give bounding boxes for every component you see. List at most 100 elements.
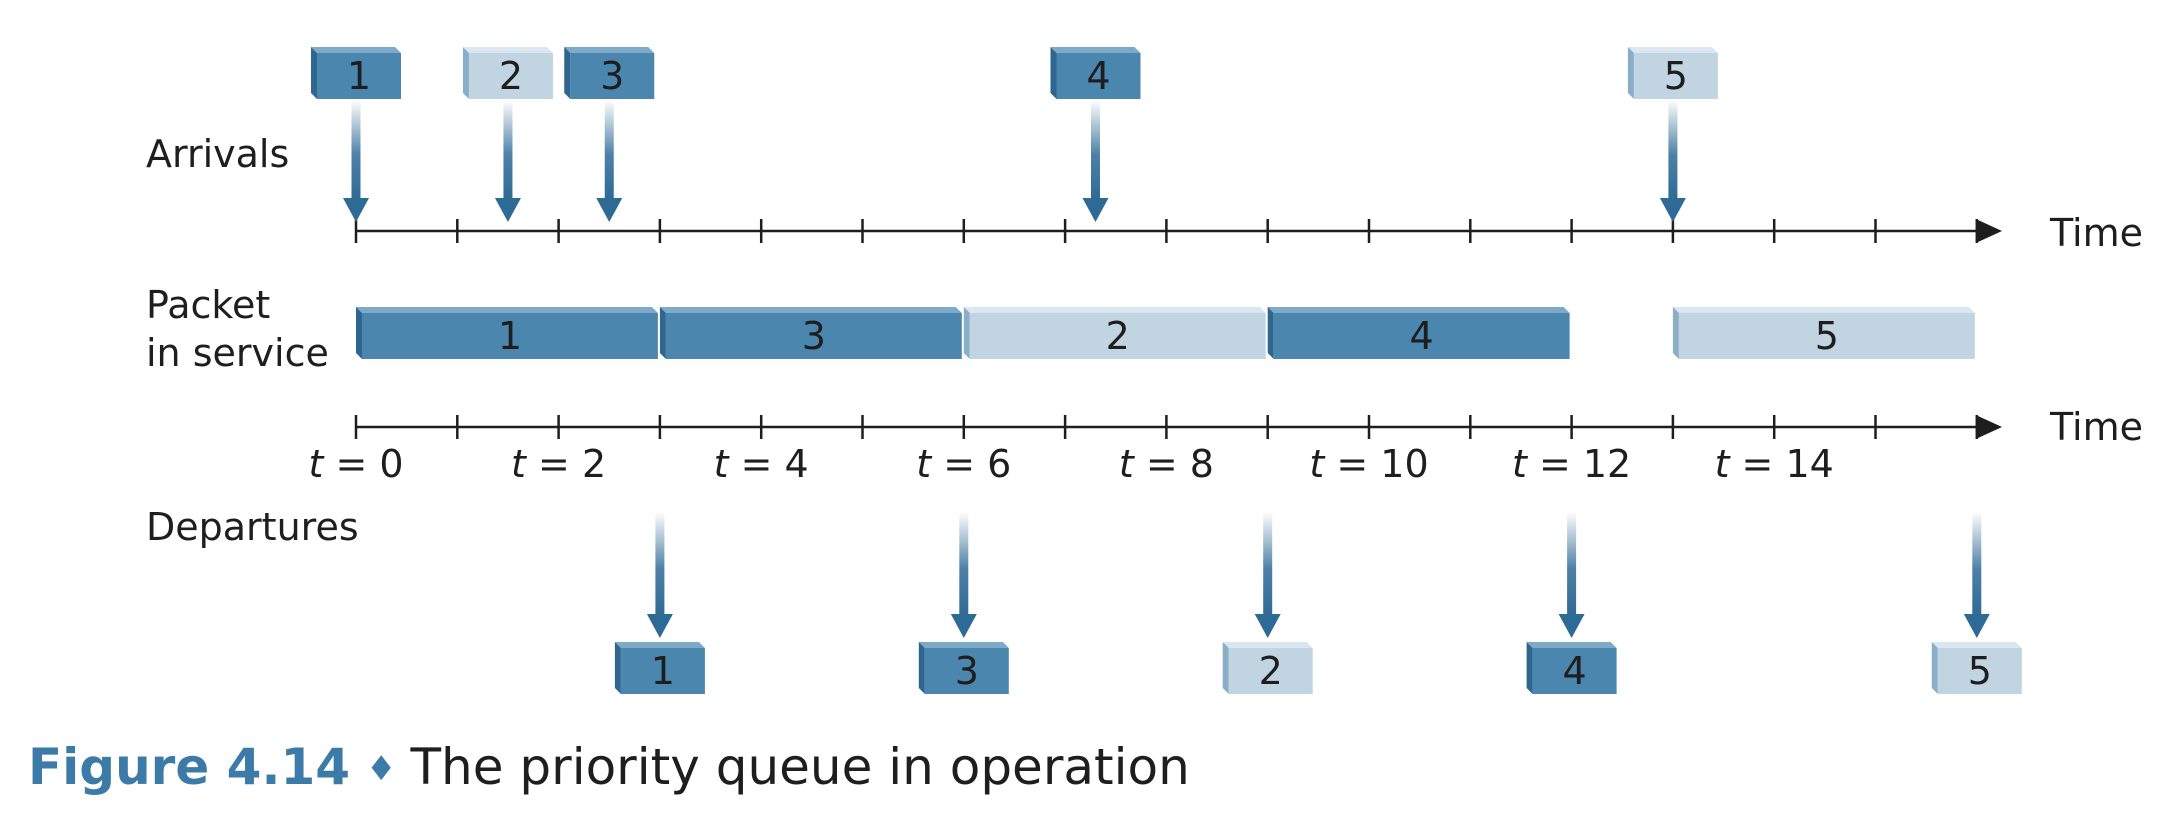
service-bar-2-top-face xyxy=(963,307,1266,313)
arrival-packet-5: 5 xyxy=(1627,47,1718,99)
departure-packet-1: 1 xyxy=(614,642,705,694)
arrival-packet-2-top-face xyxy=(462,47,553,53)
departure-packet-3-top-face xyxy=(918,642,1009,648)
departure-arrow-1-head xyxy=(646,614,673,638)
arrival-packet-3: 3 xyxy=(564,47,655,99)
departure-packet-5-label: 5 xyxy=(1968,649,1992,693)
time-axis-label-bottom: Time xyxy=(2049,405,2143,449)
service-bar-2-front-face xyxy=(969,313,1266,359)
arrival-arrow-2-head xyxy=(494,198,521,222)
arrivals-axis-arrowhead xyxy=(1978,220,2002,242)
service-bar-1-label: 1 xyxy=(498,314,522,358)
service-label-line1: Packet xyxy=(146,283,270,327)
time-tick-label: t = 6 xyxy=(916,442,1011,486)
service-bar-5-front-face xyxy=(1678,313,1975,359)
arrival-packet-2-side-face xyxy=(462,47,469,99)
service-bar-3-front-face xyxy=(665,313,962,359)
arrival-arrow-5-head xyxy=(1659,198,1686,222)
time-axis-label-top: Time xyxy=(2049,211,2143,255)
service-label-line2: in service xyxy=(146,331,329,375)
departure-packet-5-top-face xyxy=(1931,642,2022,648)
arrival-packet-3-side-face xyxy=(564,47,571,99)
arrival-packet-1-side-face xyxy=(311,47,317,99)
service-bar-1-front-face xyxy=(362,313,658,359)
arrival-packet-4-label: 4 xyxy=(1086,54,1110,98)
departure-arrow-4-shaft xyxy=(1567,512,1577,616)
departure-packet-2-top-face xyxy=(1222,642,1313,648)
service-bar-2-side-face xyxy=(963,307,970,359)
arrival-packet-1-top-face xyxy=(311,47,401,53)
departure-arrow-1-shaft xyxy=(655,512,665,616)
service-bar-5-side-face xyxy=(1672,307,1679,359)
departure-packet-2-side-face xyxy=(1222,642,1229,694)
arrival-packet-1-label: 1 xyxy=(347,54,371,98)
time-tick-label: t = 2 xyxy=(511,442,606,486)
arrival-packet-4-side-face xyxy=(1050,47,1057,99)
figure-caption: Figure 4.14 ♦ The priority queue in operat… xyxy=(28,738,1190,808)
service-bar-3-top-face xyxy=(659,307,962,313)
service-bar-1: 1 xyxy=(356,307,658,359)
service-bar-3-side-face xyxy=(659,307,666,359)
departure-packet-2-front-face xyxy=(1228,648,1313,694)
arrival-arrow-5-shaft xyxy=(1668,100,1678,200)
departures-label: Departures xyxy=(146,505,359,549)
service-bar-5: 5 xyxy=(1672,307,1975,359)
service-bar-5-label: 5 xyxy=(1815,314,1839,358)
service-bar-3-label: 3 xyxy=(802,314,826,358)
arrival-arrow-3-head xyxy=(596,198,623,222)
arrival-packet-2: 2 xyxy=(462,47,553,99)
time-tick-label: t = 10 xyxy=(1309,442,1428,486)
time-tick-label: t = 14 xyxy=(1715,442,1834,486)
time-tick-label: t = 12 xyxy=(1512,442,1631,486)
service-bar-1-side-face xyxy=(356,307,362,359)
departure-packet-5-front-face xyxy=(1937,648,2022,694)
arrival-packet-5-top-face xyxy=(1627,47,1718,53)
departure-packet-2: 2 xyxy=(1222,642,1313,694)
departure-arrow-5-head xyxy=(1963,614,1990,638)
arrival-packet-3-front-face xyxy=(570,53,655,99)
departure-packet-1-side-face xyxy=(614,642,621,694)
arrival-arrow-2-shaft xyxy=(503,100,513,200)
time-tick-label: t = 0 xyxy=(308,442,403,486)
arrival-packet-4-top-face xyxy=(1050,47,1141,53)
arrival-packet-5-front-face xyxy=(1633,53,1718,99)
departure-packet-4: 4 xyxy=(1526,642,1617,694)
arrival-packet-3-top-face xyxy=(564,47,655,53)
departure-arrow-5-shaft xyxy=(1972,512,1982,616)
caption-separator: ♦ xyxy=(366,749,397,789)
departure-packet-2-label: 2 xyxy=(1259,649,1283,693)
arrival-arrow-1-head xyxy=(343,198,369,222)
caption-label: Figure 4.14 xyxy=(28,738,351,796)
arrival-arrow-3-shaft xyxy=(604,100,614,200)
departure-packet-3-front-face xyxy=(924,648,1009,694)
departure-packet-3-label: 3 xyxy=(955,649,979,693)
arrivals-label: Arrivals xyxy=(146,132,289,176)
service-bar-3: 3 xyxy=(659,307,962,359)
service-bar-2: 2 xyxy=(963,307,1266,359)
arrival-packet-1: 1 xyxy=(311,47,401,99)
arrival-packet-2-front-face xyxy=(468,53,553,99)
arrival-packet-3-label: 3 xyxy=(600,54,624,98)
service-bar-4-front-face xyxy=(1273,313,1570,359)
departure-arrow-3-head xyxy=(950,614,977,638)
time-tick-label: t = 8 xyxy=(1119,442,1214,486)
arrival-arrow-4-head xyxy=(1082,198,1109,222)
arrival-arrow-1-shaft xyxy=(351,100,361,200)
service-bar-4-label: 4 xyxy=(1410,314,1434,358)
departure-arrow-3-shaft xyxy=(959,512,969,616)
departure-packet-4-label: 4 xyxy=(1563,649,1587,693)
service-bar-4: 4 xyxy=(1267,307,1570,359)
departure-arrow-2-head xyxy=(1254,614,1281,638)
departure-packet-5-side-face xyxy=(1931,642,1938,694)
arrival-packet-5-side-face xyxy=(1627,47,1634,99)
caption-text: The priority queue in operation xyxy=(410,738,1190,796)
arrival-packet-4-front-face xyxy=(1056,53,1141,99)
departure-packet-3-side-face xyxy=(918,642,925,694)
arrival-packet-2-label: 2 xyxy=(499,54,523,98)
service-bar-5-top-face xyxy=(1672,307,1975,313)
departure-packet-1-top-face xyxy=(614,642,705,648)
time-tick-label: t = 4 xyxy=(714,442,809,486)
arrival-packet-1-front-face xyxy=(317,53,401,99)
arrival-packet-4: 4 xyxy=(1050,47,1141,99)
departure-packet-4-side-face xyxy=(1526,642,1533,694)
